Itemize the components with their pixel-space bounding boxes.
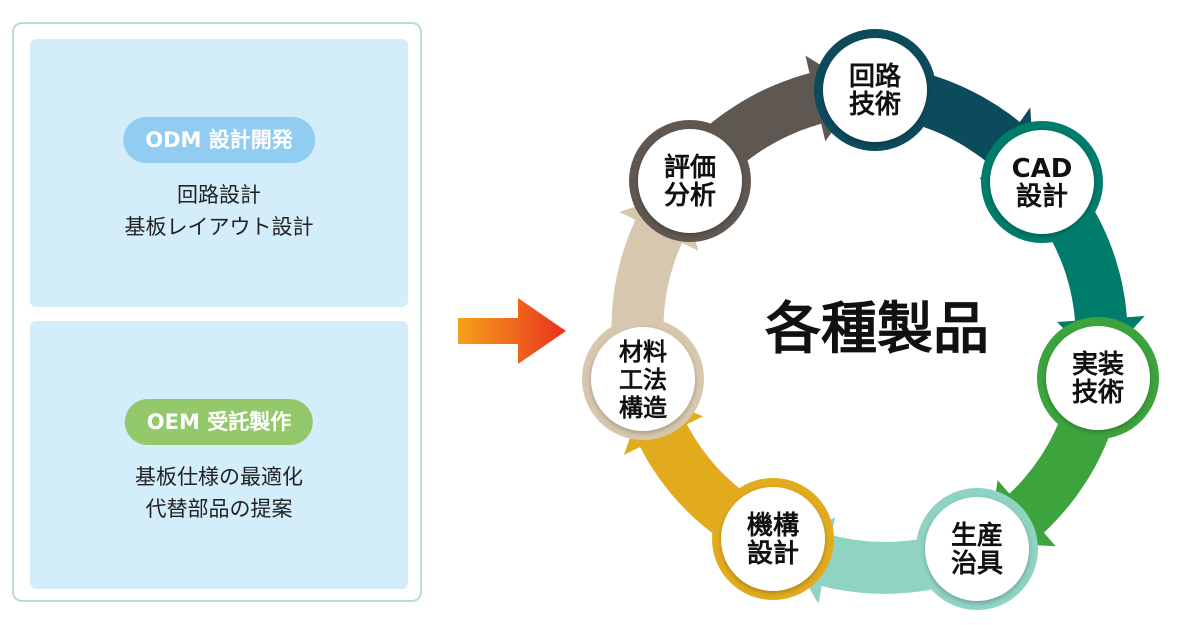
node-label: 構造: [619, 394, 667, 422]
oem-panel: OEM 受託製作 基板仕様の最適化 代替部品の提案: [30, 321, 408, 589]
node-label: 分析: [664, 181, 716, 211]
node-label: 生産: [951, 520, 1003, 551]
odm-line: 基板レイアウト設計: [124, 215, 314, 239]
node-label: 工法: [619, 366, 667, 394]
odm-description: 回路設計 基板レイアウト設計: [30, 179, 408, 243]
node-label: 材料: [619, 338, 667, 366]
odm-panel: ODM 設計開発 回路設計 基板レイアウト設計: [30, 39, 408, 307]
left-frame: ODM 設計開発 回路設計 基板レイアウト設計 OEM 受託製作 基板仕様の最適…: [12, 22, 422, 602]
oem-badge: OEM 受託製作: [124, 399, 314, 445]
node-label: 設計: [1016, 181, 1068, 212]
node-disc: [638, 129, 742, 233]
odm-badge: ODM 設計開発: [123, 117, 315, 163]
node-label: 評価: [664, 152, 716, 183]
node-label: 設計: [747, 538, 799, 569]
node-label: 回路: [849, 61, 902, 92]
node-label: 治具: [951, 549, 1003, 579]
oem-line: 基板仕様の最適化: [135, 465, 303, 489]
node-disc: [990, 130, 1094, 234]
node-disc: [823, 38, 927, 142]
node-label: 実装: [1072, 349, 1124, 380]
node-label: CAD: [1012, 154, 1073, 184]
oem-description: 基板仕様の最適化 代替部品の提案: [30, 461, 408, 525]
odm-line: 回路設計: [177, 183, 261, 207]
node-disc: [1046, 326, 1150, 430]
oem-line: 代替部品の提案: [145, 497, 293, 521]
node-label: 技術: [849, 90, 901, 120]
node-disc: [925, 497, 1029, 601]
node-disc: [591, 327, 695, 431]
node-label: 機構: [747, 511, 799, 541]
node-label: 技術: [1072, 378, 1124, 408]
node-disc: [721, 487, 825, 591]
center-title: 各種製品: [765, 297, 989, 362]
pointer-arrow-icon: [458, 298, 566, 364]
